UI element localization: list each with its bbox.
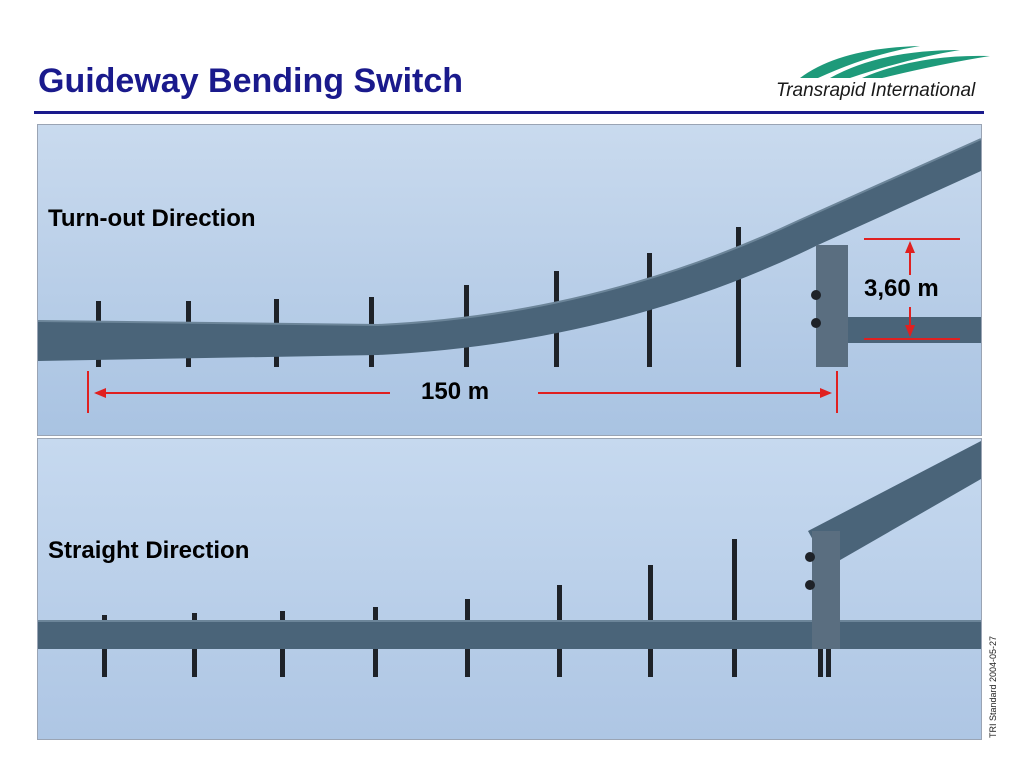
turnout-direction-panel: Turn-out Direction 150 m 3,60 m xyxy=(37,124,982,436)
logo-text: Transrapid International xyxy=(776,80,976,101)
company-logo: Transrapid International xyxy=(760,44,990,104)
slide-title: Guideway Bending Switch xyxy=(38,62,464,100)
length-dimension-label: 150 m xyxy=(421,378,490,405)
turnout-guideway-illustration xyxy=(38,125,981,435)
logo-swoosh-icon xyxy=(800,46,990,78)
title-underline xyxy=(34,111,984,114)
straight-direction-panel: Straight Direction xyxy=(37,438,982,740)
straight-direction-label: Straight Direction xyxy=(48,537,250,564)
offset-dimension-label: 3,60 m xyxy=(864,275,939,302)
turnout-direction-label: Turn-out Direction xyxy=(48,205,256,232)
straight-guideway-illustration xyxy=(38,439,981,739)
footer-standard-date: TRI Standard 2004-05-27 xyxy=(988,635,998,738)
